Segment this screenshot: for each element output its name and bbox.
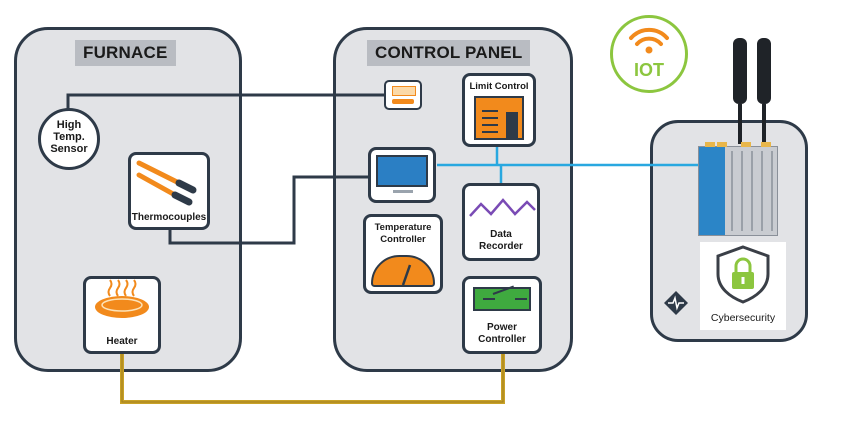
furnace-title: FURNACE	[75, 40, 176, 66]
data-recorder-label-1: Data	[490, 229, 512, 240]
temperature-controller-label-2: Controller	[380, 234, 426, 245]
limit-control-label: Limit Control	[469, 81, 529, 92]
cybersecurity-card: Cybersecurity	[700, 242, 786, 330]
power-controller-label-1: Power	[486, 322, 517, 333]
cybersecurity-label: Cybersecurity	[710, 312, 776, 324]
heater-card: Heater	[83, 276, 161, 354]
thermocouples-card: Thermocouples	[128, 152, 210, 230]
temperature-controller-label-1: Temperature	[374, 222, 432, 233]
display-module	[384, 80, 422, 110]
limit-control-icon	[474, 96, 524, 140]
shield-lock-icon	[716, 245, 770, 304]
iot-label: IOT	[634, 60, 664, 80]
temperature-controller-card: Temperature Controller	[363, 214, 443, 294]
wifi-icon	[629, 27, 669, 54]
sensor-wire	[66, 93, 388, 120]
touchscreen-controller	[368, 147, 436, 203]
data-recorder-label-2: Recorder	[479, 241, 523, 252]
gateway-device	[698, 142, 778, 236]
trend-line-icon	[469, 198, 536, 217]
thermocouple-wire	[168, 175, 370, 245]
brand-logo-icon	[663, 290, 689, 316]
power-controller-label-2: Controller	[478, 334, 526, 345]
power-wire	[120, 352, 505, 404]
sensor-label-line-1: High	[56, 119, 82, 131]
heater-label: Heater	[106, 336, 138, 347]
power-controller-card: Power Controller	[462, 276, 542, 354]
gauge-needle	[401, 264, 412, 286]
heater-icon	[95, 279, 149, 318]
thermocouples-icon	[136, 160, 197, 206]
control-panel-title: CONTROL PANEL	[367, 40, 531, 66]
switch-icon	[473, 285, 531, 311]
iot-badge: IOT	[610, 15, 688, 93]
sensor-label-line-2: Temp.	[53, 131, 85, 143]
data-recorder-card: Data Recorder	[462, 183, 540, 261]
antenna-left	[733, 38, 747, 104]
limit-control-card: Limit Control	[462, 73, 536, 147]
sensor-label-line-3: Sensor	[50, 143, 88, 155]
thermocouples-label: Thermocouples	[131, 212, 207, 223]
antenna-right	[757, 38, 771, 104]
high-temp-sensor: High Temp. Sensor	[38, 108, 100, 170]
